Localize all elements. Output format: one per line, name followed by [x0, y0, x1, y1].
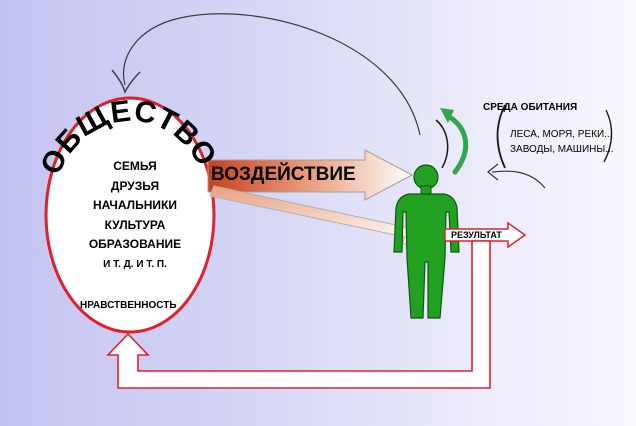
result-label: РЕЗУЛЬТАТ — [451, 230, 502, 240]
society-ellipse — [44, 96, 216, 334]
habitat-title: СРЕДА ОБИТАНИЯ — [483, 102, 578, 113]
habitat-return-arrow — [491, 170, 546, 189]
influence-label: ВОЗДЕЙСТВИЕ — [211, 164, 356, 185]
habitat-dark-arc — [435, 119, 449, 169]
society-item: СЕМЬЯ — [113, 159, 157, 173]
society-item: НАЧАЛЬНИКИ — [93, 198, 177, 212]
habitat-green-arrowhead-icon — [440, 108, 454, 123]
habitat-return-arrowhead-icon — [486, 163, 499, 181]
habitat-bracket — [496, 104, 506, 169]
person-body — [393, 193, 460, 319]
society-item: КУЛЬТУРА — [104, 217, 166, 232]
person-figure — [393, 164, 460, 319]
result-arrow — [444, 221, 527, 249]
habitat-items-list: ЛЕСА, МОРЯ, РЕКИ... ЗАВОДЫ, МАШИНЫ... — [510, 127, 614, 157]
society-item: ДРУЗЬЯ — [110, 178, 160, 193]
society-item: ОБРАЗОВАНИЕ — [88, 237, 182, 251]
top-feedback-arrowhead-icon — [111, 69, 141, 94]
habitat-item: ЗАВОДЫ, МАШИНЫ... — [510, 144, 614, 155]
habitat-item: ЛЕСА, МОРЯ, РЕКИ... — [510, 129, 613, 140]
habitat-bracket-right — [603, 109, 613, 163]
society-items-list: СЕМЬЯ ДРУЗЬЯ НАЧАЛЬНИКИ КУЛЬТУРА ОБРАЗОВ… — [60, 157, 210, 274]
society-item: И Т. Д. И Т. П. — [103, 258, 167, 270]
feedback-loop-outer — [106, 240, 491, 389]
top-feedback-arrow — [122, 13, 421, 136]
person-head — [413, 164, 439, 190]
morality-label: НРАВСТВЕННОСТЬ — [80, 300, 177, 311]
habitat-green-arrow — [445, 113, 469, 175]
